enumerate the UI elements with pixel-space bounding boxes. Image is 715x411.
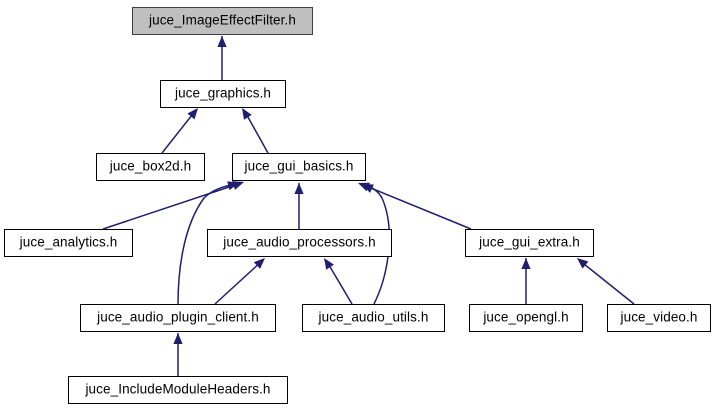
graph-arrowhead-include_module_headers-to-audio_plugin_client — [173, 333, 183, 344]
graph-node-label: juce_gui_basics.h — [244, 158, 354, 174]
graph-edge-audio_plugin_client-to-gui_basics — [177, 183, 237, 305]
graph-arrowhead-box2d-to-graphics — [187, 108, 198, 120]
graph-node-label: juce_audio_plugin_client.h — [97, 309, 259, 325]
graph-node-audio_processors[interactable]: juce_audio_processors.h — [207, 229, 392, 257]
graph-node-label: juce_opengl.h — [483, 309, 569, 325]
graph-node-label: juce_video.h — [620, 309, 698, 325]
graph-node-label: juce_gui_extra.h — [479, 234, 580, 250]
graph-arrowhead-audio_utils-to-audio_processors — [324, 258, 334, 270]
graph-node-image_effect_filter: juce_ImageEffectFilter.h — [132, 7, 313, 35]
graph-node-audio_plugin_client[interactable]: juce_audio_plugin_client.h — [80, 304, 276, 332]
graph-node-include_module_headers[interactable]: juce_IncludeModuleHeaders.h — [68, 376, 288, 404]
graph-arrowhead-audio_processors-to-gui_basics — [294, 183, 304, 194]
graph-arrowhead-gui_extra-to-gui_basics — [358, 182, 370, 192]
graph-arrowhead-opengl-to-gui_extra — [521, 258, 531, 269]
graph-node-graphics[interactable]: juce_graphics.h — [160, 80, 286, 108]
graph-edge-audio_plugin_client-to-audio_processors — [214, 259, 264, 305]
graph-edge-audio_utils-to-audio_processors — [325, 259, 353, 305]
graph-node-analytics[interactable]: juce_analytics.h — [4, 229, 133, 257]
graph-node-label: juce_ImageEffectFilter.h — [149, 12, 296, 28]
graph-edge-gui_extra-to-gui_basics — [360, 183, 472, 230]
graph-node-opengl[interactable]: juce_opengl.h — [469, 304, 583, 332]
graph-arrowhead-audio_plugin_client-to-audio_processors — [253, 258, 265, 269]
graph-edge-video-to-gui_extra — [578, 259, 635, 305]
graph-node-label: juce_graphics.h — [174, 85, 272, 101]
graph-node-label: juce_audio_utils.h — [318, 309, 429, 325]
graph-arrowhead-graphics-to-image_effect_filter — [217, 36, 227, 47]
graph-edge-analytics-to-gui_basics — [102, 182, 242, 230]
graph-node-label: juce_box2d.h — [109, 158, 192, 174]
graph-arrowhead-gui_basics-to-graphics — [242, 108, 252, 120]
graph-node-label: juce_IncludeModuleHeaders.h — [85, 381, 271, 397]
edges-group — [102, 36, 635, 376]
graph-arrowhead-audio_plugin_client-to-gui_basics — [227, 181, 239, 191]
graph-node-box2d[interactable]: juce_box2d.h — [96, 153, 205, 181]
graph-node-label: juce_audio_processors.h — [223, 234, 376, 250]
graph-node-video[interactable]: juce_video.h — [607, 304, 711, 332]
graph-node-label: juce_analytics.h — [19, 234, 118, 250]
graph-node-gui_extra[interactable]: juce_gui_extra.h — [465, 229, 594, 257]
graph-node-gui_basics[interactable]: juce_gui_basics.h — [232, 153, 366, 181]
graph-node-audio_utils[interactable]: juce_audio_utils.h — [302, 304, 445, 332]
graph-arrowhead-video-to-gui_extra — [577, 258, 589, 269]
graph-edge-box2d-to-graphics — [161, 109, 197, 154]
